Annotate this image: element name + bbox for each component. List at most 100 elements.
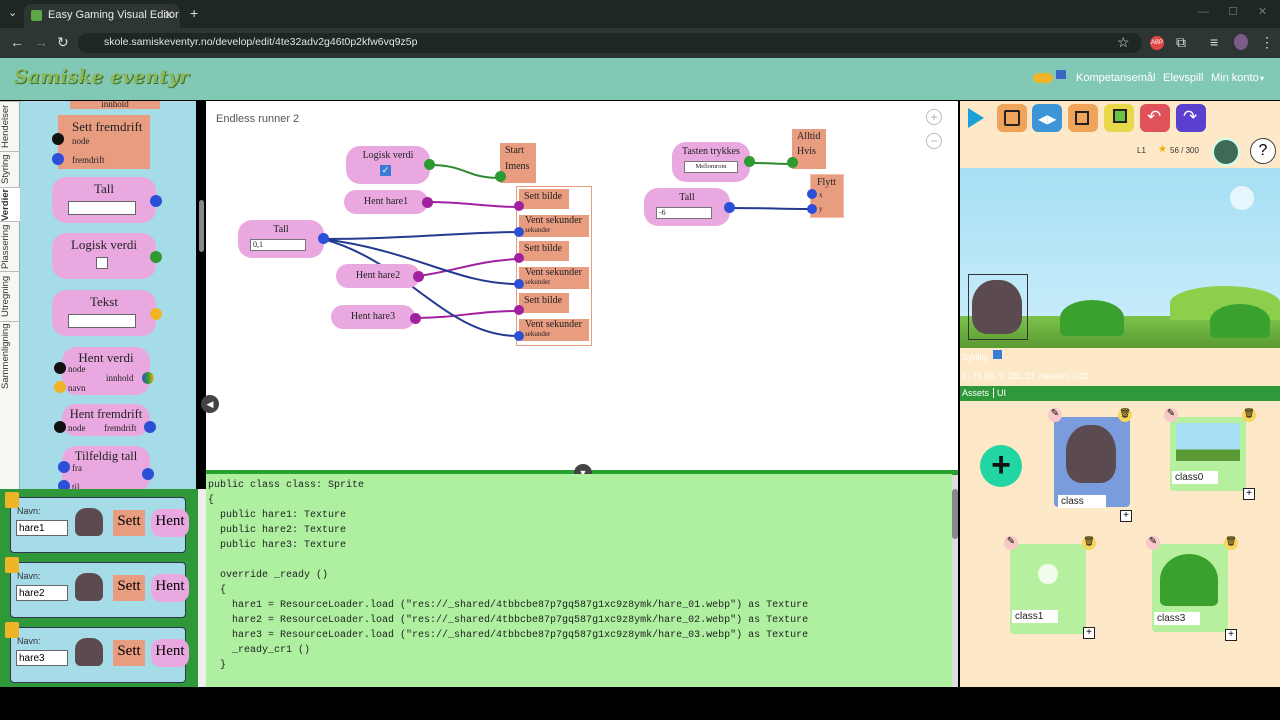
key-select[interactable]: Mellomrom: [684, 161, 738, 173]
minimize-icon[interactable]: —: [1198, 6, 1209, 18]
tab-list-icon[interactable]: ⌄: [8, 7, 18, 19]
hent-button[interactable]: Hent: [151, 509, 189, 537]
asset-class[interactable]: class: [1054, 417, 1130, 508]
palette-block-tilfeldig-tall[interactable]: Tilfeldig tall fra til: [58, 446, 154, 489]
code-view[interactable]: public class class: Sprite{ public hare1…: [206, 474, 952, 687]
edit-asset-icon[interactable]: ✎: [1164, 408, 1178, 422]
tab-styring[interactable]: Styring: [0, 151, 20, 187]
browser-menu-icon[interactable]: ⋮: [1260, 34, 1274, 50]
visible-checkbox[interactable]: [993, 350, 1002, 359]
reload-icon[interactable]: ↻: [57, 34, 69, 50]
address-bar[interactable]: skole.samiskeventyr.no/develop/edit/4te3…: [78, 33, 1142, 53]
input-port[interactable]: [54, 362, 66, 374]
delete-asset-icon[interactable]: 🗑: [1242, 408, 1256, 422]
adblock-icon[interactable]: ABP: [1150, 36, 1164, 50]
code-scrollbar[interactable]: [952, 475, 958, 687]
input-port[interactable]: [54, 421, 66, 433]
add-asset-button[interactable]: +: [980, 445, 1022, 487]
boolean-checkbox[interactable]: [96, 257, 108, 269]
maximize-icon[interactable]: ☐: [1228, 6, 1238, 18]
back-icon[interactable]: ←: [10, 34, 24, 50]
layer-front-button[interactable]: [1104, 104, 1134, 132]
input-port[interactable]: [514, 227, 524, 237]
checked-checkbox[interactable]: ✓: [380, 165, 391, 176]
input-port[interactable]: [54, 381, 66, 393]
new-tab-icon[interactable]: +: [190, 5, 199, 21]
output-port[interactable]: [144, 421, 156, 433]
node-tasten-trykkes[interactable]: Tasten trykkes Mellomrom: [672, 142, 755, 182]
nav-elevspill[interactable]: Elevspill: [1163, 72, 1204, 84]
close-tab-icon[interactable]: ✕: [163, 8, 174, 22]
number-input[interactable]: [68, 201, 136, 215]
node-sett-bilde-2[interactable]: Sett bilde: [519, 241, 569, 261]
output-port[interactable]: [318, 233, 329, 244]
hare-sprite[interactable]: [972, 280, 1022, 334]
node-hent-hare2[interactable]: Hent hare2: [336, 264, 424, 288]
tab-utregning[interactable]: Utregning: [0, 271, 20, 321]
asset-class1[interactable]: class1: [1010, 544, 1086, 634]
input-port[interactable]: [807, 204, 817, 214]
input-port[interactable]: [514, 331, 524, 341]
oda-logo-icon[interactable]: [1033, 73, 1053, 83]
node-start-imens[interactable]: Start Imens: [495, 143, 536, 183]
input-port[interactable]: [807, 189, 817, 199]
node-flytt[interactable]: Flytt x y: [807, 174, 844, 218]
flip-button[interactable]: ◀▶: [1032, 104, 1062, 132]
delete-sprite-icon[interactable]: [5, 492, 19, 508]
forward-icon[interactable]: →: [34, 34, 48, 50]
node-sett-bilde-1[interactable]: Sett bilde: [519, 189, 569, 209]
play-button[interactable]: [962, 104, 992, 132]
add-to-scene-icon[interactable]: +: [1225, 629, 1237, 641]
browser-tab[interactable]: Easy Gaming Visual Editor - Sa ✕: [24, 4, 180, 28]
nav-kompetansemal[interactable]: Kompetansemål: [1076, 72, 1156, 84]
output-port[interactable]: [422, 197, 433, 208]
palette-block-partial[interactable]: innhold: [70, 101, 160, 109]
input-port[interactable]: [52, 133, 64, 145]
number-input[interactable]: -6: [656, 207, 712, 219]
asset-class3[interactable]: class3: [1152, 544, 1228, 632]
tab-sammenligning[interactable]: Sammenligning: [0, 321, 20, 391]
collapse-left-icon[interactable]: ◀: [201, 395, 219, 413]
node-sett-bilde-3[interactable]: Sett bilde: [519, 293, 569, 313]
palette-block-hent-verdi[interactable]: Hent verdi node navn innhold: [54, 347, 154, 395]
add-to-scene-icon[interactable]: +: [1083, 627, 1095, 639]
number-input[interactable]: 0,1: [250, 239, 306, 251]
node-hent-hare1[interactable]: Hent hare1: [344, 190, 433, 214]
palette-scrollbar[interactable]: [199, 200, 204, 252]
sprite-card-hare3[interactable]: Navn: Sett Hent: [5, 622, 189, 683]
tab-hendelser[interactable]: Hendelser: [0, 101, 20, 151]
text-input[interactable]: [68, 314, 136, 328]
hent-button[interactable]: Hent: [151, 639, 189, 667]
bookmark-star-icon[interactable]: ☆: [1117, 34, 1130, 50]
delete-sprite-icon[interactable]: [5, 622, 19, 638]
input-port[interactable]: [58, 480, 70, 489]
layer-back-button[interactable]: [1068, 104, 1098, 132]
input-port[interactable]: [58, 461, 70, 473]
sprite-name-input[interactable]: [16, 585, 68, 601]
input-port[interactable]: [495, 171, 506, 182]
sprite-name-input[interactable]: [16, 650, 68, 666]
asset-class0[interactable]: class0: [1170, 417, 1246, 491]
close-window-icon[interactable]: ✕: [1258, 6, 1268, 18]
language-badge-icon[interactable]: [1056, 70, 1066, 79]
output-port[interactable]: [410, 313, 421, 324]
help-icon[interactable]: ?: [1250, 138, 1276, 164]
output-port[interactable]: [724, 202, 735, 213]
save-button[interactable]: [997, 104, 1027, 132]
input-port[interactable]: [514, 253, 524, 263]
palette-block-logisk-verdi[interactable]: Logisk verdi: [52, 233, 162, 279]
edit-asset-icon[interactable]: ✎: [1146, 536, 1160, 550]
output-port[interactable]: [150, 195, 162, 207]
input-port[interactable]: [52, 153, 64, 165]
input-port[interactable]: [514, 305, 524, 315]
tab-ui[interactable]: UI: [993, 388, 1006, 398]
palette-block-tekst[interactable]: Tekst: [52, 290, 162, 336]
delete-asset-icon[interactable]: 🗑: [1118, 408, 1132, 422]
node-alltid-hvis[interactable]: Alltid Hvis: [787, 129, 826, 169]
sprite-card-hare1[interactable]: Navn: Sett Hent: [5, 492, 189, 553]
output-port[interactable]: [142, 468, 154, 480]
palette-block-tall[interactable]: Tall: [52, 177, 162, 223]
add-to-scene-icon[interactable]: +: [1243, 488, 1255, 500]
output-port[interactable]: [413, 271, 424, 282]
